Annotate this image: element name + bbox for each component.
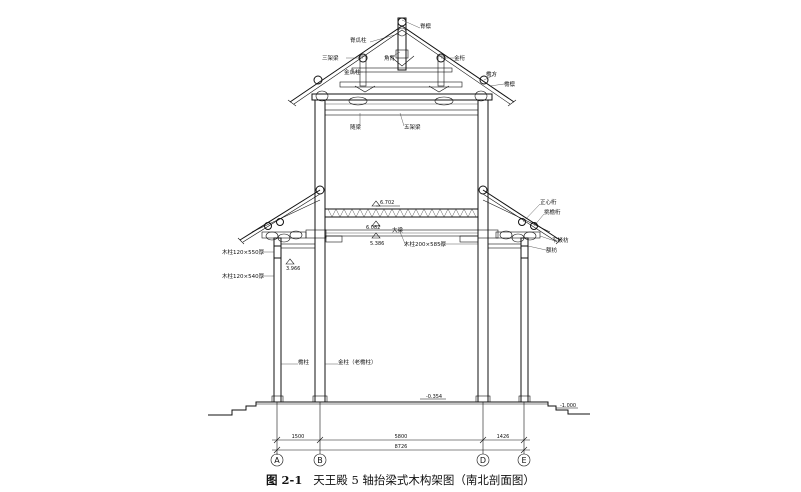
label-e-fang: 额枋: [546, 246, 558, 254]
label-zheng-xin-heng: 正心桁: [540, 198, 557, 206]
label-da-liang: 大梁: [392, 226, 404, 234]
dim-total: 8726: [395, 444, 408, 450]
dim-2: 5800: [395, 434, 408, 440]
label-tiao-yan-heng: 挑檐桁: [544, 208, 561, 216]
ridge-post: [389, 17, 415, 71]
label-ping-ban-fang: 平板枋: [552, 236, 569, 244]
label-mu-zhu-2: 木柱120×540厚: [222, 272, 265, 280]
elev-5386: 5.386: [370, 241, 384, 247]
label-wu-jia-liang: 五架梁: [404, 123, 421, 131]
label-jin-zhu: 金柱（老檐柱）: [338, 358, 377, 366]
dim-1: 1500: [292, 434, 305, 440]
bracket-cluster-right: [477, 185, 541, 259]
axis-a: A: [274, 456, 280, 465]
axis-bubbles: A B D E: [270, 453, 531, 467]
label-jiao-bei: 角背: [384, 54, 396, 62]
axis-b: B: [317, 456, 323, 465]
ground-line: [208, 401, 590, 416]
upper-brackets: [315, 90, 488, 106]
annotation-leaders: [262, 19, 553, 365]
bracket-cluster-left: [261, 185, 327, 259]
elev-1000: -1.000: [560, 403, 576, 409]
label-san-jia-liang: 三架梁: [322, 54, 339, 62]
label-ji-bo: 脊檩: [420, 22, 432, 30]
figure-number: 图 2-1: [266, 473, 303, 487]
figure-caption: 图 2-1 天王殿 5 轴抬梁式木构架图（南北剖面图）: [0, 472, 801, 488]
column-a: [271, 237, 284, 403]
column-e: [518, 237, 531, 403]
elev-6082: 6.082: [366, 225, 380, 231]
axis-d: D: [480, 456, 486, 465]
label-jin-gua-zhu: 金瓜柱: [344, 68, 361, 76]
label-mu-zhu-1: 木柱120×550厚: [222, 248, 265, 256]
eave-ties: [280, 235, 522, 249]
upper-beams: [311, 81, 493, 116]
component-labels: 脊檩 脊瓜柱 角背 金桁 三架梁 金瓜柱 檐方 檐檩 随梁 五架梁 正心桁 挑檐…: [222, 22, 569, 366]
elev-6702: 6.702: [380, 200, 394, 206]
elev-0354: -0.354: [426, 394, 442, 400]
label-ji-guan-zhu: 脊瓜柱: [350, 36, 367, 44]
label-yan-zhu: 檐柱: [298, 358, 310, 366]
label-mu-zhu-3: 木柱200×585厚: [404, 240, 447, 248]
column-b: [312, 99, 328, 403]
label-jin-heng: 金桁: [454, 54, 466, 62]
lower-roof-left: [237, 189, 321, 245]
label-yan-fang: 檐方: [486, 70, 498, 78]
dimension-chain: [272, 402, 530, 454]
figure-title: 天王殿 5 轴抬梁式木构架图（南北剖面图）: [313, 473, 535, 487]
label-sui-liang: 随梁: [350, 123, 362, 131]
elev-3966: 3.966: [286, 266, 300, 272]
axis-e: E: [521, 456, 526, 465]
dimension-labels: 1500 5800 1426 8726: [292, 434, 510, 450]
label-yan-bo: 檐檩: [504, 80, 516, 88]
lower-roof-right: [482, 189, 563, 245]
elevation-markers: 6.702 6.082 5.386 3.966 -0.354 -1.000: [285, 200, 578, 409]
column-d: [475, 99, 491, 403]
dim-3: 1426: [497, 434, 510, 440]
